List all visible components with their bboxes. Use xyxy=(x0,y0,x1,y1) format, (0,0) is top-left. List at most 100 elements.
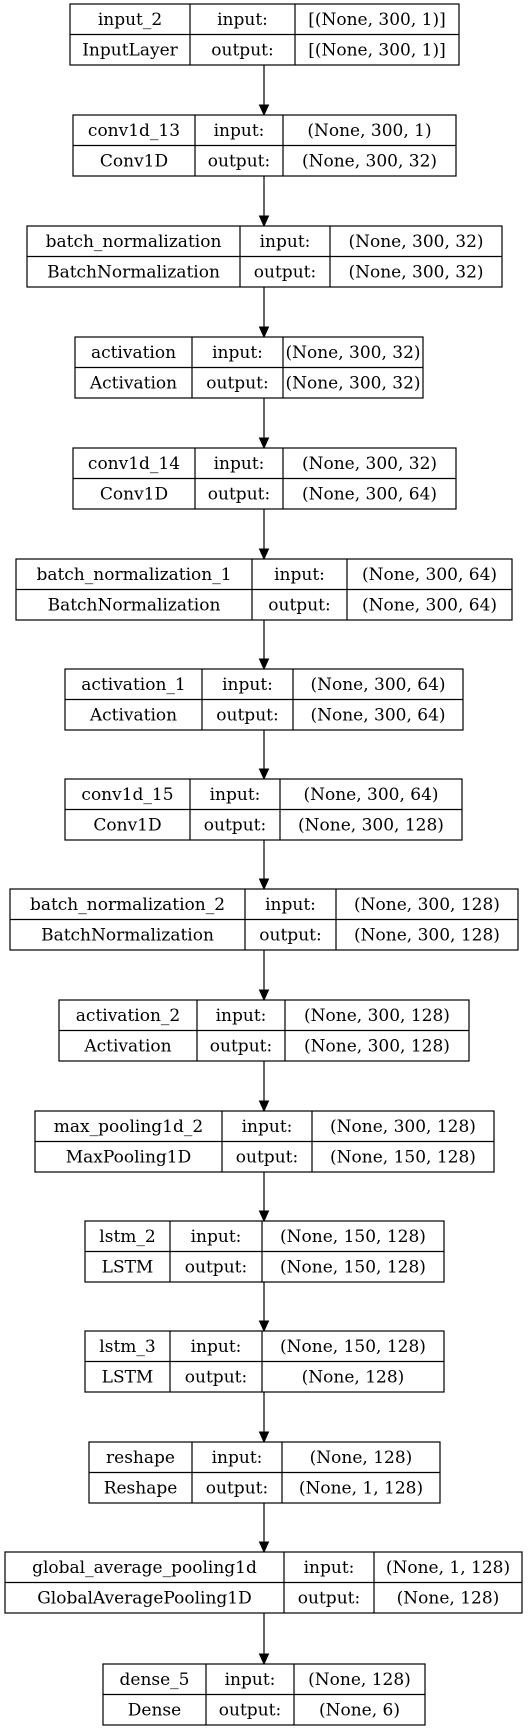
input-label: input: xyxy=(222,675,273,695)
edge-arrow xyxy=(258,1172,270,1223)
layer-name: reshape xyxy=(106,1448,175,1468)
edge-arrow xyxy=(258,1392,270,1444)
layer-type: InputLayer xyxy=(82,40,178,60)
edge-arrow xyxy=(258,1282,270,1333)
output-shape: (None, 6) xyxy=(319,1700,400,1720)
output-shape: (None, 300, 128) xyxy=(354,925,500,945)
input-label: input: xyxy=(191,1227,242,1247)
output-label: output: xyxy=(185,1367,247,1387)
output-shape: (None, 150, 128) xyxy=(280,1257,426,1277)
layer-name: global_average_pooling1d xyxy=(32,1558,257,1578)
layer-type: Conv1D xyxy=(93,815,161,835)
output-label: output: xyxy=(298,1588,360,1608)
input-shape: (None, 300, 128) xyxy=(354,895,500,915)
output-label: output: xyxy=(268,595,330,615)
output-label: output: xyxy=(259,925,321,945)
layer-type: Conv1D xyxy=(100,151,168,171)
layer-name: conv1d_13 xyxy=(88,121,180,141)
output-shape: (None, 300, 64) xyxy=(310,705,445,725)
input-shape: (None, 300, 128) xyxy=(304,1006,450,1026)
output-label: output: xyxy=(204,815,266,835)
input-label: input: xyxy=(225,1670,276,1690)
input-label: input: xyxy=(217,10,268,30)
layer-type: BatchNormalization xyxy=(48,595,221,615)
layer-node-batch_normalization_2: batch_normalization_2BatchNormalizationi… xyxy=(9,888,519,951)
output-shape: (None, 300, 64) xyxy=(302,484,437,504)
edge-arrow xyxy=(258,1613,270,1666)
edge-arrow xyxy=(258,620,270,671)
output-label: output: xyxy=(216,705,278,725)
edge-arrow xyxy=(258,398,270,450)
input-label: input: xyxy=(304,1558,355,1578)
layer-node-batch_normalization: batch_normalizationBatchNormalizationinp… xyxy=(26,225,503,288)
output-label: output: xyxy=(206,373,268,393)
edge-arrow xyxy=(258,730,270,781)
layer-name: conv1d_15 xyxy=(81,785,173,805)
layer-name: lstm_2 xyxy=(99,1227,155,1247)
output-shape: [(None, 300, 1)] xyxy=(308,40,446,60)
input-label: input: xyxy=(265,895,316,915)
output-shape: (None, 1, 128) xyxy=(299,1478,423,1498)
input-label: input: xyxy=(260,232,311,252)
edge-arrow xyxy=(258,287,270,339)
layer-name: input_2 xyxy=(98,10,162,30)
layer-type: Conv1D xyxy=(100,484,168,504)
output-shape: (None, 150, 128) xyxy=(330,1147,476,1167)
input-shape: (None, 128) xyxy=(310,1448,413,1468)
output-shape: (None, 300, 32) xyxy=(285,373,420,393)
output-label: output: xyxy=(185,1257,247,1277)
edge-arrow xyxy=(258,1061,270,1113)
layer-type: Reshape xyxy=(104,1478,178,1498)
input-label: input: xyxy=(242,1117,293,1137)
layer-name: activation_2 xyxy=(76,1006,180,1026)
layer-node-activation: activationActivationinput:output:(None, … xyxy=(74,336,424,399)
input-label: input: xyxy=(210,785,261,805)
layer-name: dense_5 xyxy=(120,1670,190,1690)
layer-name: activation_1 xyxy=(81,675,185,695)
input-shape: (None, 150, 128) xyxy=(280,1337,426,1357)
input-label: input: xyxy=(214,454,265,474)
layer-name: max_pooling1d_2 xyxy=(54,1117,203,1137)
layer-type: GlobalAveragePooling1D xyxy=(37,1588,252,1608)
input-label: input: xyxy=(212,1448,263,1468)
layer-name: conv1d_14 xyxy=(88,454,180,474)
input-shape: (None, 1, 128) xyxy=(386,1558,510,1578)
output-label: output: xyxy=(236,1147,298,1167)
output-label: output: xyxy=(208,151,270,171)
layer-type: Activation xyxy=(89,705,177,725)
layer-type: MaxPooling1D xyxy=(66,1147,192,1167)
output-shape: (None, 300, 64) xyxy=(362,595,497,615)
layer-name: lstm_3 xyxy=(99,1337,155,1357)
input-shape: (None, 300, 64) xyxy=(303,785,438,805)
input-label: input: xyxy=(214,121,265,141)
input-label: input: xyxy=(216,1006,267,1026)
edge-arrow xyxy=(258,1503,270,1554)
input-shape: (None, 300, 1) xyxy=(307,121,431,141)
layer-name: batch_normalization_1 xyxy=(36,565,231,585)
edge-arrow xyxy=(258,509,270,561)
input-shape: [(None, 300, 1)] xyxy=(308,10,446,30)
layer-node-activation_2: activation_2Activationinput:output:(None… xyxy=(58,999,470,1062)
layer-name: activation xyxy=(91,343,176,363)
layer-type: LSTM xyxy=(102,1257,154,1277)
layer-type: BatchNormalization xyxy=(47,262,220,282)
edge-arrow xyxy=(258,840,270,891)
input-label: input: xyxy=(191,1337,242,1357)
output-shape: (None, 300, 32) xyxy=(348,262,483,282)
output-shape: (None, 300, 128) xyxy=(298,815,444,835)
input-shape: (None, 150, 128) xyxy=(280,1227,426,1247)
input-shape: (None, 300, 64) xyxy=(362,565,497,585)
layer-type: LSTM xyxy=(102,1367,154,1387)
input-shape: (None, 300, 32) xyxy=(348,232,483,252)
edge-arrow xyxy=(258,950,270,1002)
input-label: input: xyxy=(274,565,325,585)
